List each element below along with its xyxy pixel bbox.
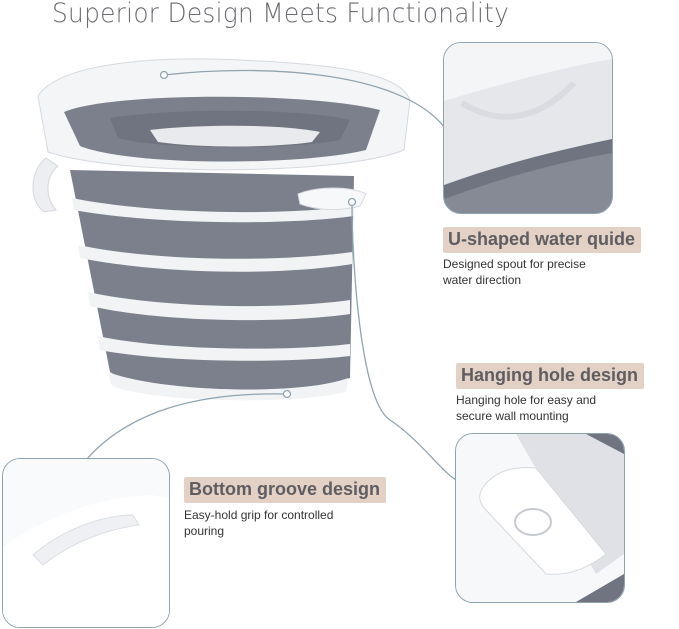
desc-line: secure wall mounting bbox=[456, 409, 569, 423]
spout-closeup-image bbox=[444, 43, 612, 213]
desc-line: water direction bbox=[443, 273, 522, 287]
bottom-groove-closeup-image bbox=[3, 459, 169, 627]
hanging-hole-closeup-image bbox=[456, 434, 624, 602]
feature-label-hanging-hole: Hanging hole design bbox=[456, 363, 645, 389]
feature-desc-u-shaped-guide: Designed spout for precise water directi… bbox=[443, 256, 586, 288]
headline: Superior Design Meets Functionality bbox=[52, 0, 510, 29]
feature-label-u-shaped-guide: U-shaped water quide bbox=[443, 227, 642, 253]
desc-line: Designed spout for precise bbox=[443, 257, 586, 271]
detail-panel-bottom-groove bbox=[2, 458, 170, 628]
desc-line: Hanging hole for easy and bbox=[456, 393, 597, 407]
detail-panel-spout bbox=[443, 42, 613, 214]
feature-label-bottom-groove: Bottom groove design bbox=[184, 477, 387, 503]
feature-desc-bottom-groove: Easy-hold grip for controlled pouring bbox=[184, 507, 333, 539]
detail-panel-hanging-hole bbox=[455, 433, 625, 603]
desc-line: pouring bbox=[184, 524, 225, 538]
desc-line: Easy-hold grip for controlled bbox=[184, 508, 334, 522]
feature-desc-hanging-hole: Hanging hole for easy and secure wall mo… bbox=[456, 392, 596, 424]
